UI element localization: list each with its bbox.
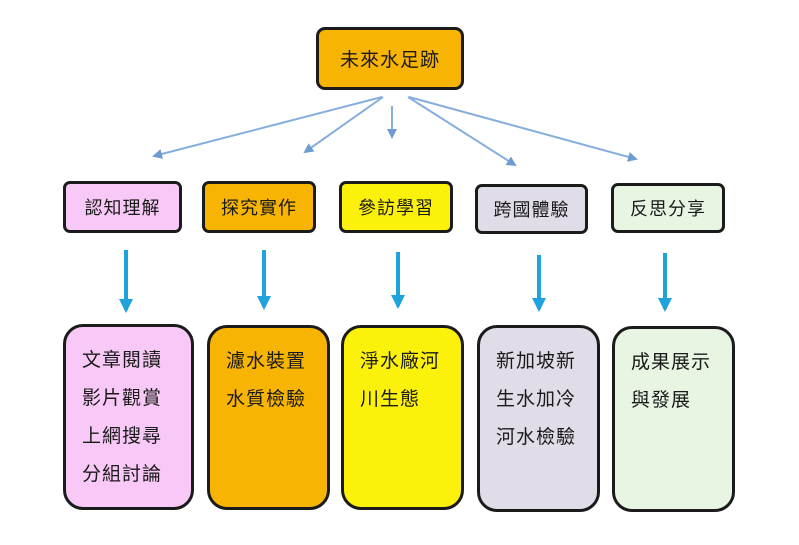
detail-node-cognitive-understanding: 文章閱讀 影片觀賞 上網搜尋 分組討論 [63, 324, 194, 510]
root-node: 未來水足跡 [316, 27, 464, 90]
detail-line: 生水加冷 [496, 388, 577, 410]
category-node-reflection-sharing: 反思分享 [611, 183, 725, 233]
root-to-category-4-arrow [407, 96, 517, 167]
detail-line: 新加坡新 [496, 350, 577, 372]
category-label: 探究實作 [221, 198, 297, 219]
detail-line: 川生態 [360, 388, 421, 410]
detail-line: 水質檢驗 [226, 388, 307, 410]
detail-node-cross-border-experience: 新加坡新 生水加冷 河水檢驗 [477, 325, 600, 512]
category-node-inquiry-practice: 探究實作 [202, 181, 316, 233]
detail-node-inquiry-practice: 濾水裝置 水質檢驗 [207, 325, 330, 510]
category-node-cognitive-understanding: 認知理解 [63, 181, 182, 233]
category-node-cross-border-experience: 跨國體驗 [475, 184, 588, 234]
detail-line: 分組討論 [82, 463, 163, 485]
category-label: 參訪學習 [358, 198, 434, 219]
detail-line: 上網搜尋 [82, 425, 163, 447]
detail-line: 與發展 [631, 389, 692, 411]
detail-line: 淨水廠河 [360, 350, 441, 372]
detail-line: 影片觀賞 [82, 387, 163, 409]
root-node-label: 未來水足跡 [339, 49, 440, 71]
root-to-category-2-arrow [303, 96, 384, 154]
detail-line: 濾水裝置 [226, 350, 307, 372]
detail-line: 河水檢驗 [496, 426, 577, 448]
detail-line: 成果展示 [631, 351, 712, 373]
root-to-category-1-arrow [152, 96, 383, 159]
category-node-visit-learning: 參訪學習 [339, 181, 453, 233]
detail-line: 文章閱讀 [82, 349, 163, 371]
root-to-category-5-arrow [408, 96, 638, 162]
detail-node-reflection-sharing: 成果展示 與發展 [612, 326, 735, 512]
detail-node-visit-learning: 淨水廠河 川生態 [341, 325, 464, 510]
category-label: 反思分享 [630, 199, 706, 220]
category-label: 跨國體驗 [493, 200, 570, 221]
category-label: 認知理解 [84, 198, 161, 219]
